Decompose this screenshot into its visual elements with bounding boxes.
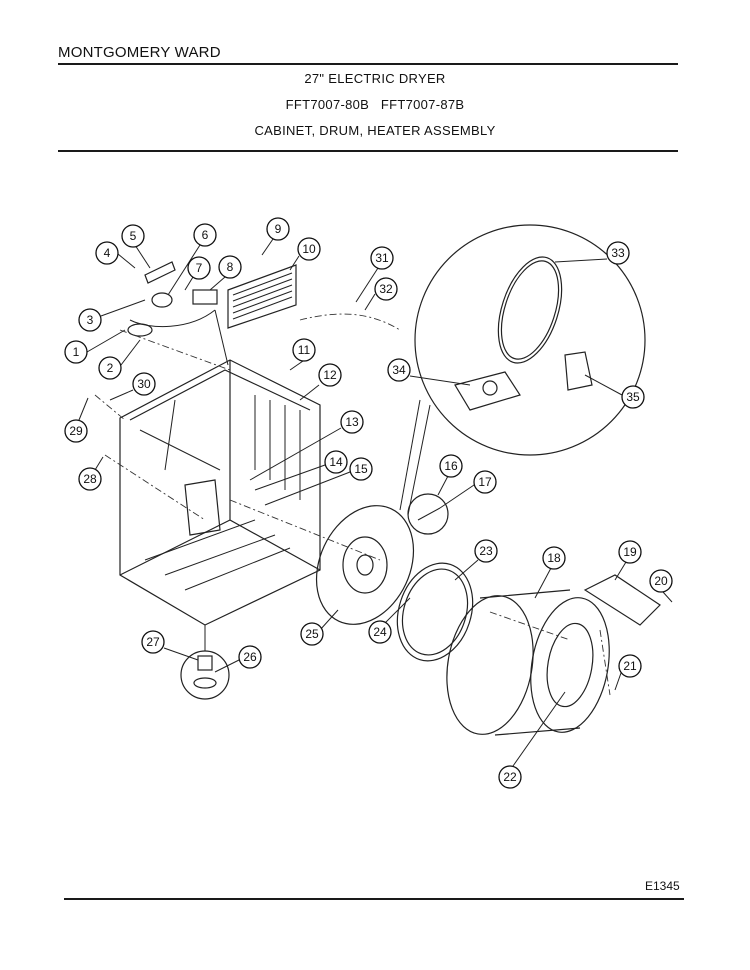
- detail-circles: [180, 493, 449, 700]
- svg-text:20: 20: [654, 574, 668, 588]
- footer-rule: [64, 898, 684, 900]
- callout-11: 11: [289, 338, 316, 371]
- callout-34: 34: [387, 358, 471, 386]
- callout-33: 33: [554, 241, 630, 265]
- callout-31: 31: [355, 246, 394, 303]
- callout-2: 2: [98, 339, 141, 380]
- svg-text:32: 32: [379, 282, 393, 296]
- cabinet-drawing: [119, 359, 321, 626]
- callout-35: 35: [584, 374, 645, 409]
- svg-text:33: 33: [611, 246, 625, 260]
- svg-text:3: 3: [87, 313, 94, 327]
- svg-text:13: 13: [345, 415, 359, 429]
- dryer-drum: [446, 589, 610, 736]
- svg-text:34: 34: [392, 363, 406, 377]
- svg-text:35: 35: [626, 390, 640, 404]
- control-parts: [127, 261, 218, 337]
- callout-13: 13: [249, 410, 364, 481]
- svg-text:31: 31: [375, 251, 389, 265]
- leader-dashes: [94, 309, 611, 696]
- svg-text:27: 27: [146, 635, 160, 649]
- callout-9: 9: [261, 217, 290, 256]
- callout-25: 25: [300, 609, 339, 646]
- callout-32: 32: [364, 277, 398, 311]
- model-numbers: FFT7007-80B FFT7007-87B: [285, 97, 465, 112]
- header-rule-top: [58, 63, 678, 65]
- product-title: 27" ELECTRIC DRYER: [304, 71, 446, 86]
- callout-14: 14: [254, 450, 348, 491]
- svg-text:1: 1: [73, 345, 80, 359]
- brand-name: MONTGOMERY WARD: [58, 44, 221, 61]
- callout-16: 16: [437, 454, 463, 496]
- drum-seal: [396, 562, 474, 662]
- svg-text:4: 4: [104, 246, 111, 260]
- callout-21: 21: [614, 654, 642, 691]
- header-rule-bottom: [58, 150, 678, 152]
- svg-text:21: 21: [623, 659, 637, 673]
- svg-text:14: 14: [329, 455, 343, 469]
- svg-text:18: 18: [547, 551, 561, 565]
- vent-grille: [227, 264, 297, 329]
- magnified-detail: [399, 224, 646, 516]
- svg-text:15: 15: [354, 462, 368, 476]
- callout-17: 17: [439, 470, 497, 509]
- callout-10: 10: [289, 237, 321, 271]
- svg-text:9: 9: [275, 222, 282, 236]
- svg-text:7: 7: [196, 261, 203, 275]
- svg-text:28: 28: [83, 472, 97, 486]
- svg-text:19: 19: [623, 545, 637, 559]
- svg-text:11: 11: [298, 343, 311, 357]
- svg-text:30: 30: [137, 377, 151, 391]
- callout-4: 4: [95, 241, 136, 269]
- callout-24: 24: [368, 597, 411, 644]
- svg-text:8: 8: [227, 260, 234, 274]
- svg-text:17: 17: [478, 475, 492, 489]
- svg-text:10: 10: [302, 242, 316, 256]
- diagram-code: E1345: [645, 879, 680, 893]
- drum-baffle: [583, 574, 661, 626]
- callout-26: 26: [214, 645, 262, 673]
- svg-text:12: 12: [323, 368, 337, 382]
- callout-19: 19: [614, 540, 642, 581]
- svg-text:29: 29: [69, 424, 83, 438]
- svg-text:5: 5: [130, 229, 137, 243]
- svg-text:26: 26: [243, 650, 257, 664]
- callout-15: 15: [264, 457, 373, 506]
- svg-text:22: 22: [503, 770, 517, 784]
- callout-6: 6: [167, 223, 217, 296]
- callout-8: 8: [209, 255, 242, 291]
- callout-28: 28: [78, 456, 104, 491]
- callout-5: 5: [121, 224, 151, 269]
- callout-30: 30: [109, 372, 156, 401]
- callout-27: 27: [141, 630, 199, 661]
- callout-3: 3: [78, 299, 146, 332]
- callout-22: 22: [498, 691, 566, 789]
- callout-18: 18: [534, 546, 566, 599]
- svg-text:23: 23: [479, 544, 493, 558]
- callout-7: 7: [184, 256, 211, 291]
- svg-text:25: 25: [305, 627, 319, 641]
- svg-text:24: 24: [373, 625, 387, 639]
- assembly-title: CABINET, DRUM, HEATER ASSEMBLY: [254, 123, 496, 138]
- svg-text:6: 6: [202, 228, 209, 242]
- callout-1: 1: [64, 329, 126, 364]
- front-bulkhead: [315, 505, 415, 625]
- callout-23: 23: [454, 539, 498, 581]
- svg-text:16: 16: [444, 459, 458, 473]
- callout-20: 20: [649, 569, 673, 603]
- callout-12: 12: [299, 363, 342, 401]
- callout-29: 29: [64, 397, 89, 443]
- svg-text:2: 2: [107, 361, 114, 375]
